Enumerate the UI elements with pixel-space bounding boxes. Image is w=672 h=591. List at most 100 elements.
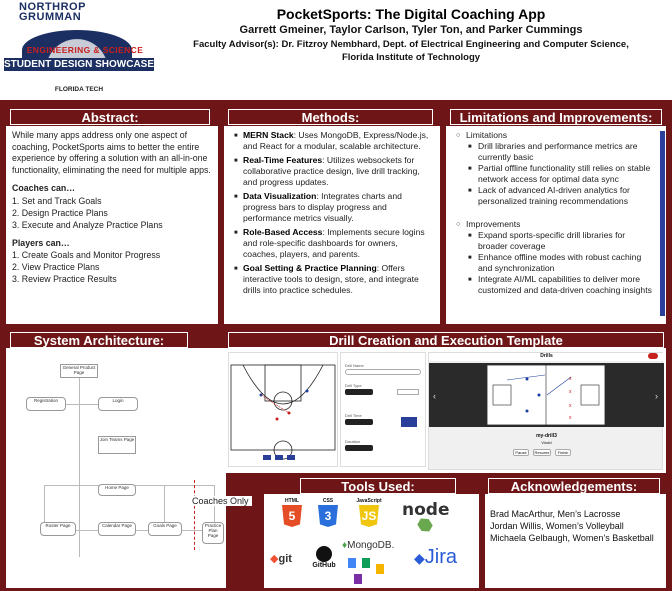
architecture-diagram: General Product Page Registration Login …: [6, 352, 252, 588]
form-label: Duration: [345, 439, 361, 444]
form-label: Drill Type: [345, 383, 362, 388]
basketball-court-graphic: [230, 364, 336, 460]
arch-box-practice-plan: Practice Plan Page: [202, 522, 224, 544]
close-icon[interactable]: [648, 353, 658, 359]
limitations-list: Limitations Drill libraries and performa…: [456, 130, 656, 296]
list-item: Expand sports-specific drill libraries f…: [456, 230, 656, 252]
drill-type-select[interactable]: [345, 389, 373, 395]
drill-heading: Drill Creation and Execution Template: [228, 332, 664, 348]
list-item: Role-Based Access: Implements secure log…: [234, 227, 434, 260]
list-item: 1. Create Goals and Monitor Progress: [12, 250, 161, 260]
drill-option-box[interactable]: [397, 389, 419, 395]
drill-time-select[interactable]: [345, 419, 373, 425]
list-item: Integrate AI/ML capabilities to deliver …: [456, 274, 656, 296]
coaches-only-label: Coaches Only: [192, 496, 252, 506]
drill-name-input[interactable]: [345, 369, 421, 375]
chevron-right-icon[interactable]: ›: [655, 391, 658, 401]
showcase-logo: NORTHROP GRUMMAN ENGINEERING & SCIENCE S…: [4, 2, 154, 98]
list-item: Jordan Willis, Women’s Volleyball: [490, 521, 624, 531]
methods-heading: Methods:: [228, 109, 433, 125]
list-item: Partial offline functionality still reli…: [456, 163, 656, 185]
limitations-subheading: Limitations: [456, 130, 656, 141]
arch-box-general-product: General Product Page: [60, 364, 98, 378]
nodejs-logo: node: [402, 500, 452, 534]
logo-school: FLORIDA TECH: [54, 86, 104, 93]
css-logo: CSS 3: [316, 498, 340, 528]
poster-title: PocketSports: The Digital Coaching App: [276, 6, 546, 22]
acknowledgements-list: Brad MacArthur, Men’s Lacrosse Jordan Wi…: [490, 508, 662, 544]
duration-select[interactable]: [345, 445, 373, 451]
abstract-panel: While many apps address only one aspect …: [6, 126, 218, 324]
form-label: Drill Time: [345, 413, 362, 418]
abstract-heading: Abstract:: [10, 109, 210, 125]
jira-logo: ◆Jira: [414, 546, 458, 568]
players-heading: Players can…: [12, 237, 70, 248]
list-item: Brad MacArthur, Men’s Lacrosse: [490, 509, 621, 519]
list-item: 3. Execute and Analyze Practice Plans: [12, 219, 163, 230]
list-item: Real-Time Features: Utilizes websockets …: [234, 155, 434, 188]
acknowledgements-heading: Acknowledgements:: [488, 478, 660, 494]
tools-heading: Tools Used:: [300, 478, 456, 494]
list-item: 1. Set and Track Goals: [12, 195, 102, 206]
arch-box-home: Home Page: [98, 484, 136, 496]
arch-box-login: Login: [98, 397, 138, 411]
list-item: Drill libraries and performance metrics …: [456, 141, 656, 163]
coaches-list: 1. Set and Track Goals 2. Design Practic…: [12, 195, 212, 231]
methods-list: MERN Stack: Uses MongoDB, Express/Node.j…: [234, 130, 434, 299]
drill-name-display: my-drill3: [536, 433, 557, 439]
git-logo: ◆git: [270, 553, 292, 565]
svg-text:x: x: [569, 389, 572, 395]
github-logo: GitHub: [308, 546, 340, 576]
google-workspace-logos: [348, 556, 404, 586]
drill-execution-screenshot: Drills ‹ › x x x x my-drill3 Vindd Pause…: [428, 352, 664, 470]
svg-text:x: x: [569, 403, 572, 409]
list-item: Lack of advanced AI-driven analytics for…: [456, 185, 656, 207]
players-list: 1. Create Goals and Monitor Progress 2. …: [12, 249, 212, 285]
improvements-subheading: Improvements: [456, 219, 656, 230]
title-block: PocketSports: The Digital Coaching App G…: [150, 6, 672, 64]
list-item: Data Visualization: Integrates charts an…: [234, 191, 434, 224]
chevron-left-icon[interactable]: ‹: [433, 391, 436, 401]
list-item: 2. View Practice Plans: [12, 262, 100, 272]
add-drill-button[interactable]: [401, 417, 417, 427]
coaches-only-divider: [194, 480, 195, 550]
html-logo: HTML 5: [280, 498, 304, 528]
logo-event-line1: ENGINEERING & SCIENCE: [26, 45, 144, 55]
architecture-heading: System Architecture:: [10, 332, 188, 348]
court-screenshot: [228, 352, 338, 467]
drill-window-title: Drills: [429, 353, 664, 361]
list-item: Enhance offline modes with robust cachin…: [456, 252, 656, 274]
limitations-heading: Limitations and Improvements:: [450, 109, 662, 125]
logo-event-line2: STUDENT DESIGN SHOWCASE: [4, 58, 155, 71]
arch-box-join-teams: Join Teams Page: [98, 436, 136, 454]
list-item: 2. Design Practice Plans: [12, 207, 108, 218]
methods-panel: MERN Stack: Uses MongoDB, Express/Node.j…: [224, 126, 440, 324]
poster-advisor: Faculty Advisor(s): Dr. Fitzroy Nembhard…: [193, 39, 629, 63]
list-item: Goal Setting & Practice Planning: Offers…: [234, 263, 434, 296]
drill-subtitle: Vindd: [541, 440, 552, 445]
arch-box-roster: Roster Page: [40, 522, 76, 536]
resume-button[interactable]: Resume: [533, 449, 551, 456]
arch-box-registration: Registration: [26, 397, 66, 411]
drill-form-screenshot: Drill Name Drill Type Drill Time Duratio…: [340, 352, 426, 467]
list-item: MERN Stack: Uses MongoDB, Express/Node.j…: [234, 130, 434, 152]
poster-header: NORTHROP GRUMMAN ENGINEERING & SCIENCE S…: [0, 0, 672, 100]
pause-button[interactable]: Pause: [513, 449, 529, 456]
scrollbar[interactable]: [660, 131, 665, 316]
arch-box-goals: Goals Page: [148, 522, 182, 536]
arch-box-calendar: Calendar Page: [98, 522, 136, 536]
coaches-heading: Coaches can…: [12, 183, 76, 193]
poster-authors: Garrett Gmeiner, Taylor Carlson, Tyler T…: [239, 24, 583, 36]
form-label: Drill Name: [345, 363, 364, 368]
lacrosse-field-graphic: x x x x: [487, 365, 605, 425]
list-item: 3. Review Practice Results: [12, 274, 117, 284]
list-item: Michaela Gelbaugh, Women’s Basketball: [490, 533, 654, 543]
svg-text:x: x: [569, 376, 572, 382]
abstract-intro: While many apps address only one aspect …: [12, 130, 211, 175]
javascript-logo: JavaScript JS: [354, 498, 384, 528]
northrop-grumman-wordmark: NORTHROP GRUMMAN: [19, 1, 86, 23]
finish-button[interactable]: Finish: [555, 449, 571, 456]
mongodb-logo: ♦MongoDB.: [342, 540, 395, 551]
limitations-panel: Limitations Drill libraries and performa…: [446, 126, 666, 324]
svg-text:x: x: [569, 415, 572, 421]
